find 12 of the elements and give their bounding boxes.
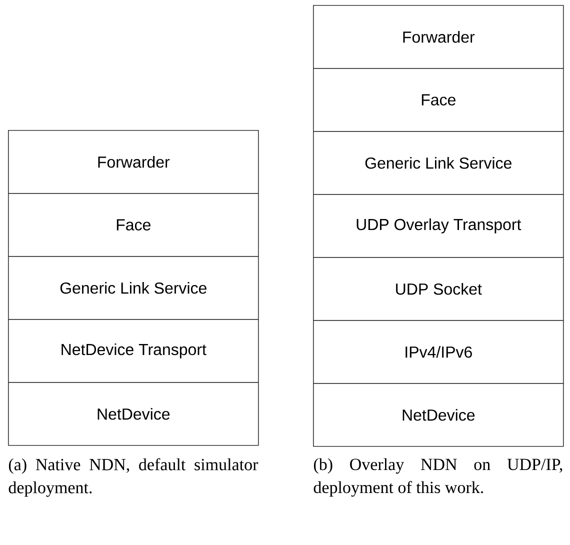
layer-box: NetDevice Transport — [8, 319, 259, 383]
layer-box: UDP Socket — [313, 257, 564, 321]
layer-box: UDP Overlay Transport — [313, 194, 564, 258]
layer-box: Face — [313, 68, 564, 132]
layer-box: Face — [8, 193, 259, 257]
layer-box: Generic Link Service — [8, 256, 259, 320]
layer-box: NetDevice — [313, 383, 564, 447]
layer-box: Forwarder — [313, 5, 564, 69]
layer-box: IPv4/IPv6 — [313, 320, 564, 384]
layer-box: NetDevice — [8, 382, 259, 446]
layer-box: Generic Link Service — [313, 131, 564, 195]
layer-box: Forwarder — [8, 130, 259, 194]
